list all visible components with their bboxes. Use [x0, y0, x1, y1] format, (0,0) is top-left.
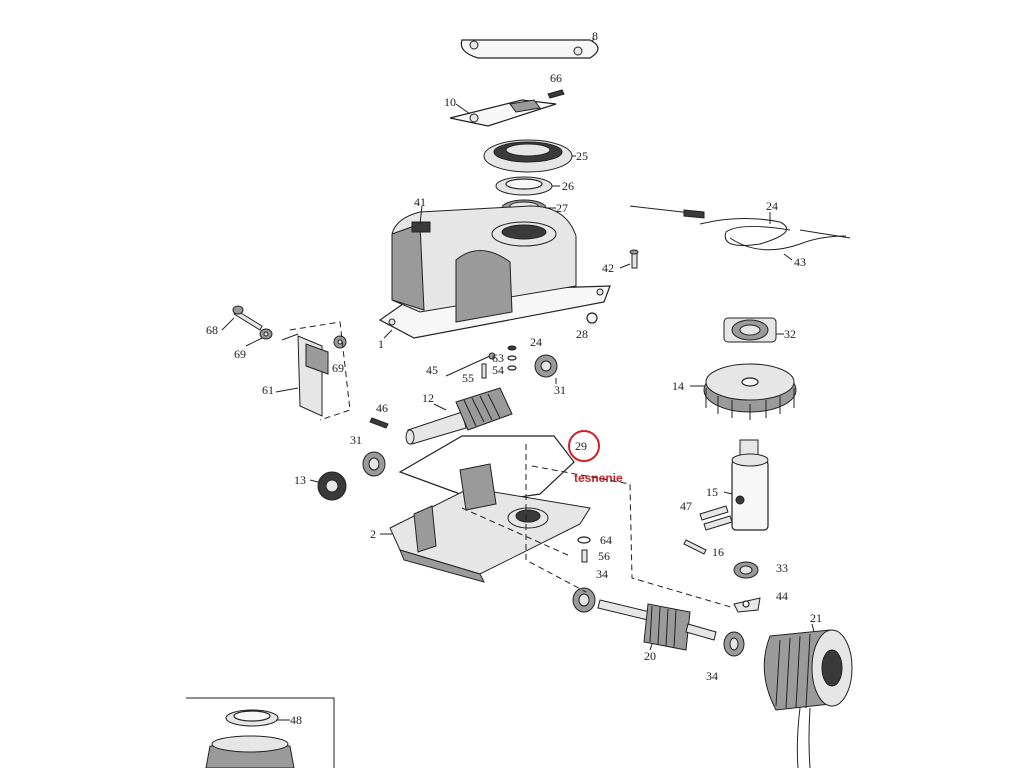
label-21: 21	[810, 611, 822, 625]
label-29: 29	[575, 439, 587, 453]
part-12-worm-shaft	[405, 387, 513, 445]
part-66-pin	[547, 89, 565, 99]
part-33-bearing	[733, 561, 759, 579]
part-2-housing-base	[389, 463, 591, 583]
label-1: 1	[378, 337, 384, 351]
label-63: 63	[492, 351, 504, 365]
label-24b: 24	[530, 335, 542, 349]
label-20: 20	[644, 649, 656, 663]
label-34a: 34	[596, 567, 608, 581]
label-44: 44	[776, 589, 788, 603]
label-69b: 69	[332, 361, 344, 375]
part-13-pinion-gear	[317, 471, 347, 501]
part-8-link-plate	[460, 37, 599, 59]
label-41: 41	[414, 195, 426, 209]
label-16: 16	[712, 545, 724, 559]
part-45-wire	[445, 352, 496, 377]
part-16-pin	[683, 539, 707, 555]
part-34-bearing-a	[572, 587, 596, 613]
part-15-output-shaft	[731, 439, 769, 531]
part-21-stator	[763, 629, 853, 768]
part-20-rotor	[597, 599, 717, 651]
label-33: 33	[776, 561, 788, 575]
part-1-housing-cover	[378, 205, 611, 339]
label-28: 28	[576, 327, 588, 341]
label-26: 26	[562, 179, 574, 193]
label-15: 15	[706, 485, 718, 499]
part-56-screw	[581, 549, 588, 563]
part-42-screw	[629, 249, 639, 269]
part-47-pins	[699, 505, 733, 531]
part-61-mounting-bracket	[281, 333, 329, 417]
label-56: 56	[598, 549, 610, 563]
note-tesnenie: tesnenie	[574, 471, 623, 485]
label-32: 32	[784, 327, 796, 341]
part-10-bracket-plate	[449, 99, 557, 127]
label-54: 54	[492, 363, 504, 377]
part-31-bearing-upper	[534, 354, 558, 378]
label-31a: 31	[554, 383, 566, 397]
label-8: 8	[592, 29, 598, 43]
part-32-bearing	[723, 317, 777, 343]
label-12: 12	[422, 391, 434, 405]
part-28-o-ring	[586, 312, 598, 324]
part-63-54-small-parts	[481, 345, 517, 379]
label-68: 68	[206, 323, 218, 337]
label-24a: 24	[766, 199, 778, 213]
label-2: 2	[370, 527, 376, 541]
part-69-washer-b	[333, 335, 347, 349]
label-13: 13	[294, 473, 306, 487]
part-68-bolt	[232, 305, 263, 331]
label-31b: 31	[350, 433, 362, 447]
label-61: 61	[262, 383, 274, 397]
part-26-ring	[495, 176, 560, 196]
label-69a: 69	[234, 347, 246, 361]
part-44-clip	[733, 597, 761, 613]
label-42: 42	[602, 261, 614, 275]
label-14: 14	[672, 379, 684, 393]
label-64: 64	[600, 533, 612, 547]
label-47: 47	[680, 499, 692, 513]
label-25: 25	[576, 149, 588, 163]
label-45: 45	[426, 363, 438, 377]
callout-circle-29	[568, 430, 600, 462]
label-10: 10	[444, 95, 456, 109]
inset-panel	[186, 697, 335, 768]
label-48: 48	[290, 713, 302, 727]
part-64-washer	[577, 536, 591, 544]
part-24-cable	[629, 205, 851, 251]
part-14-main-gear	[703, 363, 797, 420]
label-46: 46	[376, 401, 388, 415]
label-27: 27	[556, 201, 568, 215]
part-31-bearing-lower	[362, 451, 386, 477]
label-55: 55	[462, 371, 474, 385]
label-66: 66	[550, 71, 562, 85]
label-43: 43	[794, 255, 806, 269]
part-69-washer	[259, 328, 273, 340]
part-25-seal	[483, 139, 576, 173]
part-34-bearing-b	[723, 631, 745, 657]
label-34b: 34	[706, 669, 718, 683]
part-46-pin	[369, 417, 389, 429]
